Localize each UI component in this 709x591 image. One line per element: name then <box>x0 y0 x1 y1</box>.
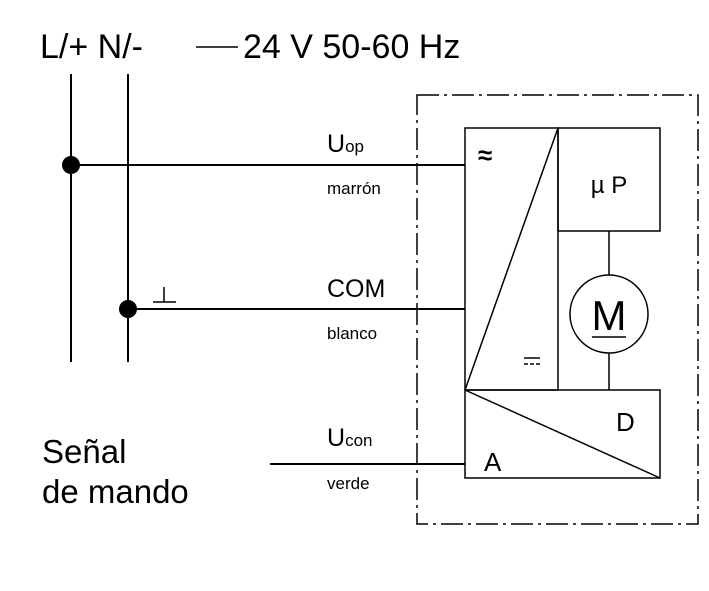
adc-output-label: D <box>616 407 635 437</box>
ground-symbol <box>153 287 176 303</box>
signal-label-line2: de mando <box>42 473 189 510</box>
device-enclosure <box>416 94 699 525</box>
ad-converter-block <box>464 389 661 479</box>
adc-input-label: A <box>484 447 502 477</box>
uop-label: Uop <box>327 130 364 158</box>
com-junction-dot <box>119 300 137 318</box>
com-color-label: blanco <box>327 324 377 343</box>
uop-junction-dot <box>62 156 80 174</box>
supply-labels: L/+ N/- <box>40 28 143 66</box>
signal-label-line1: Señal <box>42 433 126 470</box>
microprocessor-label: µ P <box>591 172 628 199</box>
com-label: COM <box>327 275 385 303</box>
motor-label: M <box>592 292 627 339</box>
voltage-label: 24 V 50-60 Hz <box>243 28 460 66</box>
uop-color-label: marrón <box>327 179 381 198</box>
ac-symbol: ≈ <box>478 140 492 170</box>
ucon-color-label: verde <box>327 474 370 493</box>
dc-symbol <box>524 357 540 365</box>
ucon-label: Ucon <box>327 424 372 452</box>
